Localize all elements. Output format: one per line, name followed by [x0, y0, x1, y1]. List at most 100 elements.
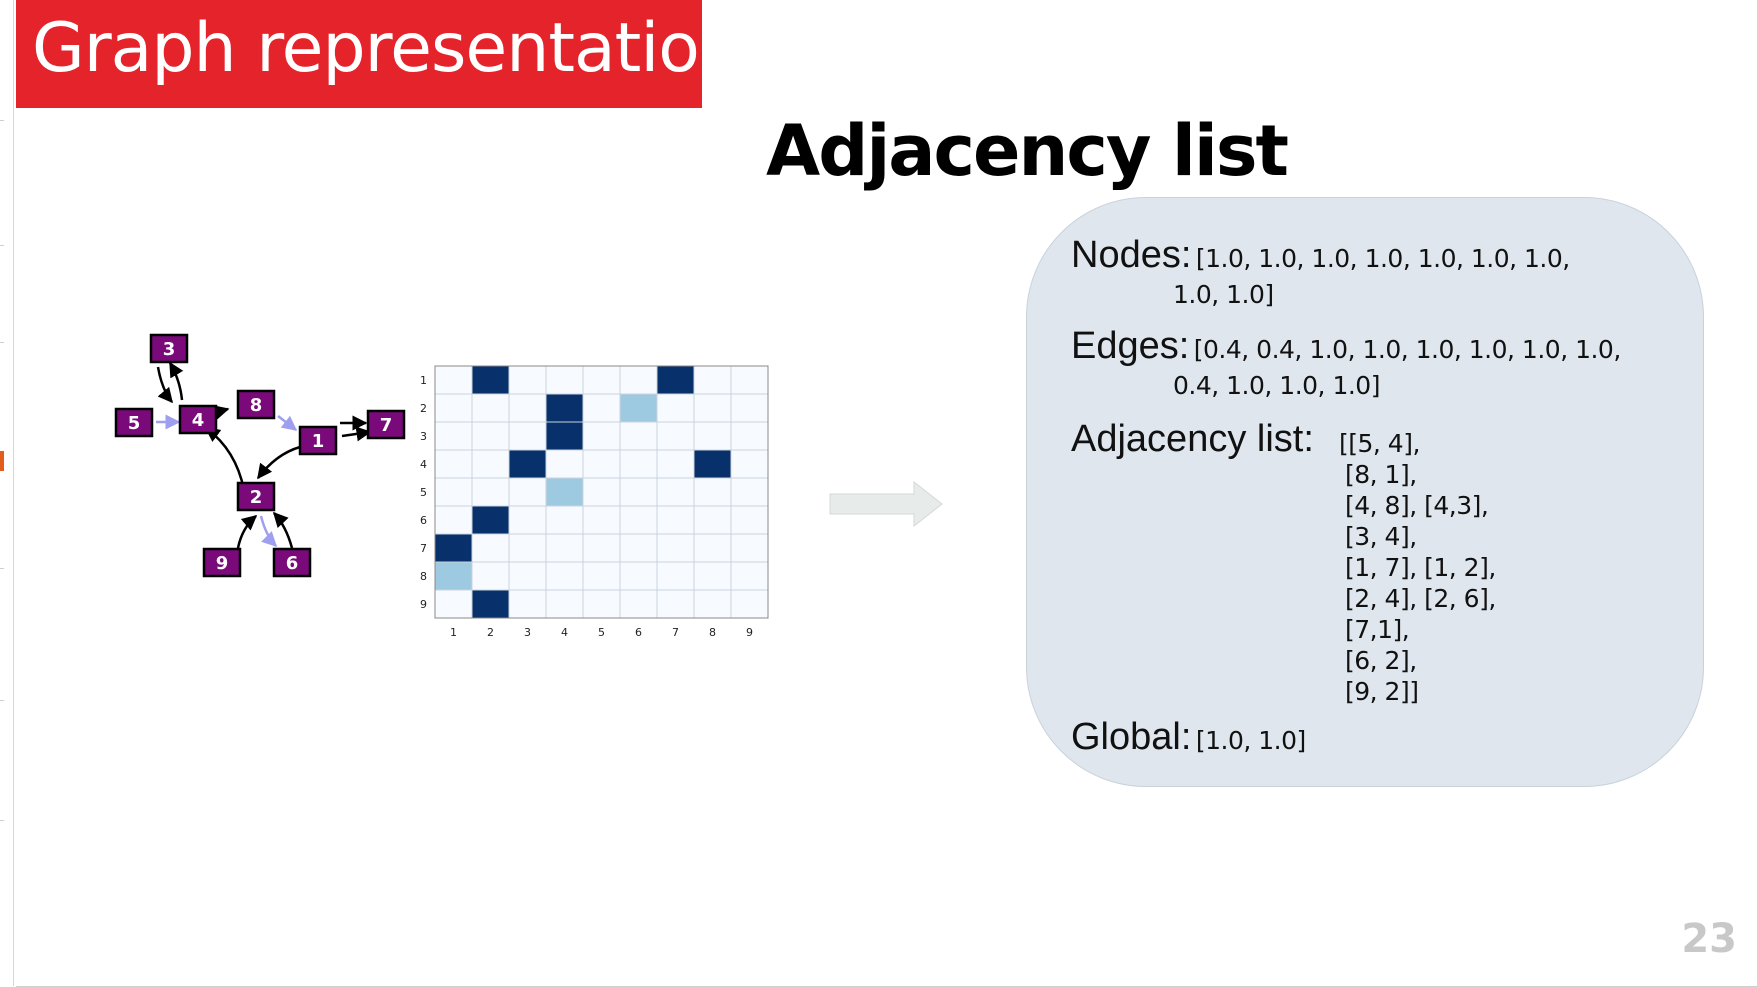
node-label-8: 8 [250, 395, 263, 416]
strip-mark [0, 342, 4, 343]
adjacency-list-line: [6, 2], [1345, 646, 1417, 675]
matrix-cell [730, 561, 769, 591]
node-9 [202, 547, 242, 578]
matrix-cell [434, 589, 473, 619]
matrix-col-label: 9 [746, 626, 753, 639]
matrix-cell [508, 505, 547, 535]
page-number: 23 [1681, 916, 1737, 962]
edge-1-7 [341, 426, 372, 442]
current-slide-marker[interactable] [0, 451, 4, 471]
matrix-cell [545, 533, 584, 563]
matrix-row-label: 2 [420, 402, 427, 415]
matrix-cell [693, 533, 732, 563]
adjacency-list-values: [[5, 4],[8, 1],[4, 8], [4,3],[3, 4],[1, … [1339, 428, 1496, 707]
matrix-cell [730, 505, 769, 535]
matrix-cell [471, 421, 510, 451]
node-2 [236, 481, 276, 512]
matrix-row-label: 6 [420, 514, 427, 527]
matrix-cell [619, 393, 658, 423]
matrix-cell [508, 533, 547, 563]
node-label-4: 4 [192, 410, 205, 431]
node-4 [178, 404, 218, 435]
matrix-cell [619, 421, 658, 451]
matrix-cell [508, 589, 547, 619]
matrix-row-label: 8 [420, 570, 427, 583]
matrix-cell [545, 393, 584, 423]
adjacency-list-line: [2, 4], [2, 6], [1345, 584, 1496, 613]
adjacency-list-line: [7,1], [1345, 615, 1410, 644]
matrix-cell [582, 505, 621, 535]
matrix-cell [471, 477, 510, 507]
edge-2-6 [259, 515, 278, 548]
nodes-label: Nodes: [1071, 234, 1192, 276]
matrix-cell [434, 449, 473, 479]
matrix-cell [656, 421, 695, 451]
edge-6-2 [272, 511, 294, 549]
matrix-cell [730, 449, 769, 479]
edges-label: Edges: [1071, 325, 1190, 367]
matrix-cell [508, 365, 547, 395]
matrix-cell [508, 421, 547, 451]
matrix-cell [693, 505, 732, 535]
adjacency-list-line: [[5, 4], [1339, 429, 1420, 458]
node-6 [272, 547, 312, 578]
edge-8-1 [277, 415, 298, 431]
matrix-col-label: 2 [487, 626, 494, 639]
slide-title: Graph representation [32, 9, 742, 88]
title-banner: Graph representation [16, 0, 742, 108]
nodes-values: [1.0, 1.0, 1.0, 1.0, 1.0, 1.0, 1.0, [1195, 244, 1570, 273]
node-7 [366, 409, 406, 440]
matrix-cell [656, 449, 695, 479]
matrix-cell [582, 421, 621, 451]
matrix-col-label: 8 [709, 626, 716, 639]
matrix-cell [508, 449, 547, 479]
node-5 [114, 407, 154, 438]
matrix-cell [471, 533, 510, 563]
matrix-cell [619, 449, 658, 479]
matrix-col-label: 6 [635, 626, 642, 639]
adjacency-row: Adjacency list: [1071, 418, 1314, 461]
matrix-cell [582, 365, 621, 395]
strip-mark [0, 820, 4, 821]
nodes-values-cont: 1.0, 1.0] [1173, 280, 1274, 309]
global-values: [1.0, 1.0] [1195, 726, 1306, 755]
matrix-cell [730, 421, 769, 451]
edges-row: Edges: [0.4, 0.4, 1.0, 1.0, 1.0, 1.0, 1.… [1071, 325, 1621, 368]
node-label-2: 2 [250, 487, 263, 508]
matrix-border [434, 365, 769, 619]
adjacency-list-line: [1, 7], [1, 2], [1345, 553, 1496, 582]
slide-thumbnail-strip [0, 0, 14, 986]
node-label-6: 6 [286, 553, 299, 574]
matrix-cell [508, 561, 547, 591]
matrix-cell [693, 589, 732, 619]
matrix-cell [545, 365, 584, 395]
matrix-cell [582, 477, 621, 507]
matrix-cell [471, 505, 510, 535]
matrix-cell [693, 449, 732, 479]
edge-2-4 [204, 426, 246, 491]
adjacency-label: Adjacency list: [1071, 418, 1314, 460]
adjacency-list-line: [4, 8], [4,3], [1345, 491, 1489, 520]
matrix-cell [619, 365, 658, 395]
matrix-cell [434, 421, 473, 451]
global-row: Global: [1.0, 1.0] [1071, 716, 1306, 759]
strip-mark [0, 700, 4, 701]
matrix-cell [434, 365, 473, 395]
edges-values: [0.4, 0.4, 1.0, 1.0, 1.0, 1.0, 1.0, 1.0, [1193, 335, 1622, 364]
strip-mark [0, 245, 4, 246]
matrix-cell [434, 477, 473, 507]
matrix-cell [656, 589, 695, 619]
matrix-cell [619, 477, 658, 507]
nodes-row: Nodes: [1.0, 1.0, 1.0, 1.0, 1.0, 1.0, 1.… [1071, 234, 1570, 277]
matrix-cell [434, 505, 473, 535]
matrix-col-label: 3 [524, 626, 531, 639]
matrix-cell [545, 449, 584, 479]
node-label-3: 3 [163, 339, 176, 360]
matrix-cell [693, 477, 732, 507]
matrix-cell [730, 393, 769, 423]
edge-4-3 [168, 361, 184, 401]
matrix-cell [656, 533, 695, 563]
matrix-cell [545, 561, 584, 591]
global-label: Global: [1071, 716, 1192, 758]
matrix-row-label: 7 [420, 542, 427, 555]
